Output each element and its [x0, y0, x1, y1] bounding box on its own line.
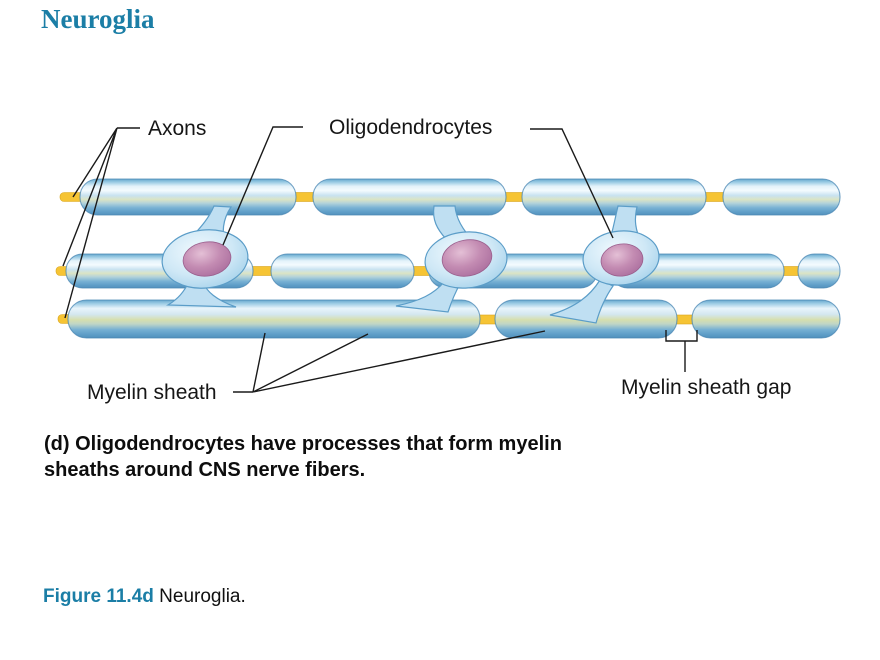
oligodendrocyte-process [395, 281, 461, 313]
axons-leader-lines [62, 127, 140, 319]
figure-title: Neuroglia. [153, 586, 246, 607]
oligodendrocyte-nucleus [600, 243, 644, 277]
panel-caption-line-2: sheaths around CNS nerve fibers. [44, 459, 366, 481]
oligodendrocyte-process [549, 279, 614, 324]
panel-caption: (d) Oligodendrocytes have processes that… [44, 431, 562, 483]
myelin-sheath-row-1 [79, 178, 841, 216]
oligodendrocytes-leader-right [530, 128, 614, 239]
oligodendrocyte-3 [549, 205, 660, 324]
oligodendrocyte-2 [395, 205, 508, 313]
myelin-sheath-leader-lines [233, 330, 546, 393]
myelin-sheath-gap-bracket [665, 330, 698, 372]
oligodendrocyte-nucleus [182, 241, 232, 277]
oligodendrocyte-nucleus [441, 239, 493, 277]
figure-credit: Figure 11.4d Neuroglia. [43, 586, 246, 608]
label-axons: Axons [148, 117, 207, 140]
page-title: Neuroglia [41, 4, 155, 34]
panel-caption-line-1: (d) Oligodendrocytes have processes that… [44, 433, 562, 455]
oligodendrocyte-1 [161, 205, 249, 308]
label-myelin-sheath-gap: Myelin sheath gap [621, 376, 792, 399]
oligodendrocytes-leader-left [222, 126, 303, 246]
label-myelin-sheath: Myelin sheath [87, 381, 217, 404]
label-oligodendrocytes: Oligodendrocytes [329, 116, 493, 139]
figure-number: Figure 11.4d [43, 586, 154, 607]
